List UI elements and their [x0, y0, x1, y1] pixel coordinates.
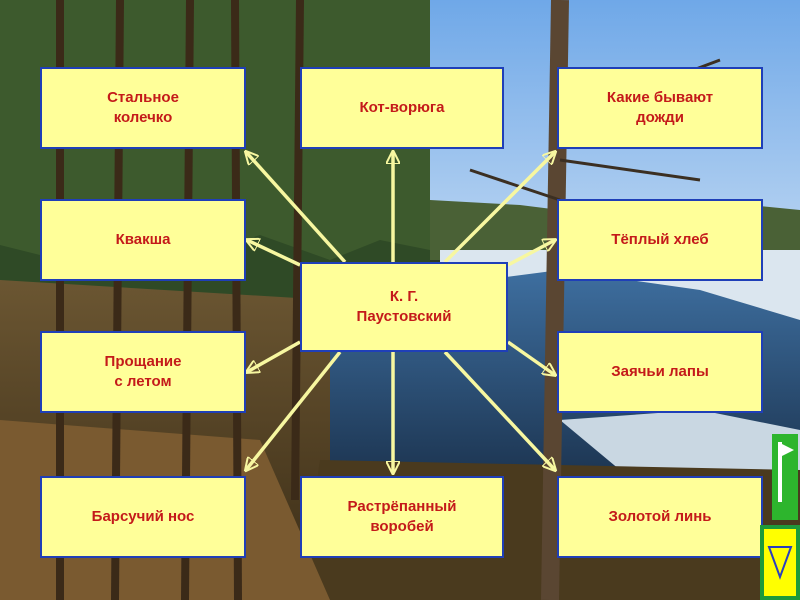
work-kot-voryuga[interactable]: Кот-ворюга: [300, 67, 504, 149]
green-flag-forward-icon[interactable]: [770, 432, 800, 522]
work-kakie-byvayut-dozhdi[interactable]: Какие бывают дожди: [557, 67, 763, 149]
yellow-down-triangle-icon[interactable]: [760, 525, 800, 600]
work-kvaksha[interactable]: Квакша: [40, 199, 246, 281]
work-zolotoi-lin[interactable]: Золотой линь: [557, 476, 763, 558]
work-proshchanie-s-letom[interactable]: Прощание с летом: [40, 331, 246, 413]
work-zayachi-lapy[interactable]: Заячьи лапы: [557, 331, 763, 413]
center-author[interactable]: К. Г. Паустовский: [300, 262, 508, 352]
work-rastrepannyi-vorobei[interactable]: Растрёпанный воробей: [300, 476, 504, 558]
work-barsuchii-nos[interactable]: Барсучий нос: [40, 476, 246, 558]
work-teplyi-khleb[interactable]: Тёплый хлеб: [557, 199, 763, 281]
work-stalnoe-kolechko[interactable]: Стальное колечко: [40, 67, 246, 149]
